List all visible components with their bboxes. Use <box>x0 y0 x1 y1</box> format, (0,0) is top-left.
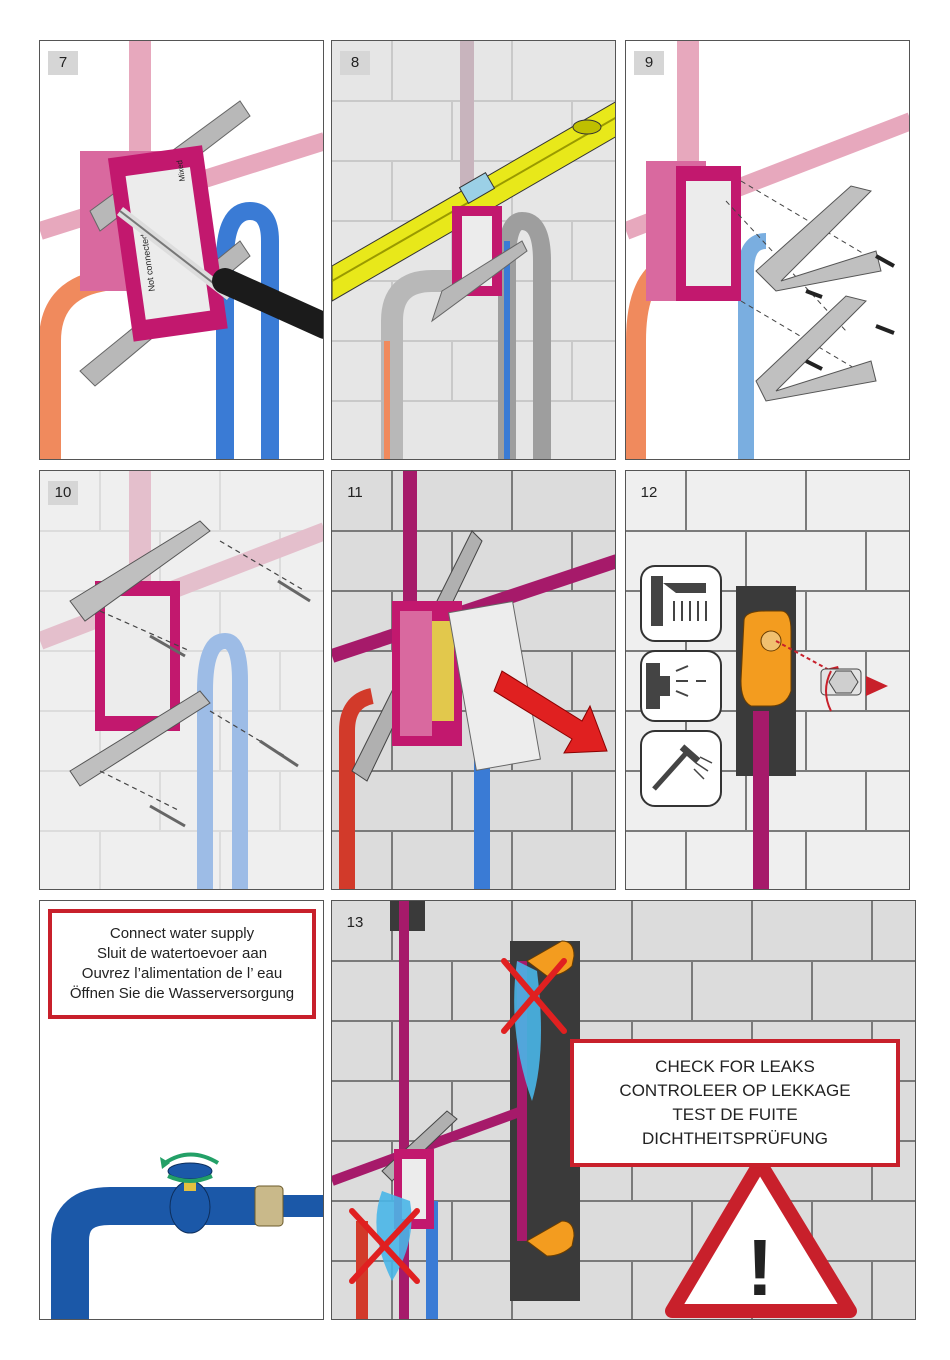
notice-line-en: CHECK FOR LEAKS <box>655 1055 815 1079</box>
level-alignment-illustration <box>332 41 616 460</box>
overhead-shower-icon <box>641 566 721 641</box>
leak-check-notice: CHECK FOR LEAKS CONTROLEER OP LEKKAGE TE… <box>570 1039 900 1167</box>
step-number: 11 <box>340 481 370 505</box>
step-11-panel: 11 <box>331 470 616 890</box>
step-number: 8 <box>340 51 370 75</box>
rotate-arrow-icon <box>165 1155 218 1164</box>
step-number: 13 <box>340 911 370 935</box>
step-number: 9 <box>634 51 664 75</box>
step-number: 12 <box>634 481 664 505</box>
bracket-removal-illustration <box>626 41 910 460</box>
step-number: 7 <box>48 51 78 75</box>
warning-triangle-icon: ! <box>672 1163 850 1312</box>
wall-mounting-screws-illustration <box>40 471 324 890</box>
notice-line-en: Connect water supply <box>110 924 254 944</box>
step-12-panel: 12 <box>625 470 910 890</box>
side-jet-icon <box>641 651 721 721</box>
notice-line-fr: Ouvrez l’alimentation de l’ eau <box>82 964 282 984</box>
cover-removal-illustration <box>332 471 616 890</box>
water-supply-notice: Connect water supply Sluit de watertoevo… <box>48 909 316 1019</box>
step-9-panel: 9 <box>625 40 910 460</box>
step-13-panel: 13 ! CHECK FOR LEAKS CONTROLEER <box>331 900 916 1320</box>
mounting-box-screw-illustration: Not connected Mixed <box>40 41 324 460</box>
step-10-panel: 10 <box>39 470 324 890</box>
notice-line-nl: Sluit de watertoevoer aan <box>97 944 267 964</box>
hand-shower-icon <box>641 731 721 806</box>
water-supply-panel: Connect water supply Sluit de watertoevo… <box>39 900 324 1320</box>
notice-line-de: DICHTHEITSPRÜFUNG <box>642 1127 828 1151</box>
step-number: 10 <box>48 481 78 505</box>
exclamation-mark: ! <box>747 1223 774 1312</box>
notice-line-fr: TEST DE FUITE <box>672 1103 797 1127</box>
notice-line-de: Öffnen Sie die Wasserversorgung <box>70 984 294 1004</box>
step-7-panel: 7 Not connected Mixed <box>39 40 324 460</box>
notice-line-nl: CONTROLEER OP LEKKAGE <box>619 1079 850 1103</box>
outlet-plug-illustration <box>626 471 910 890</box>
step-8-panel: 8 <box>331 40 616 460</box>
